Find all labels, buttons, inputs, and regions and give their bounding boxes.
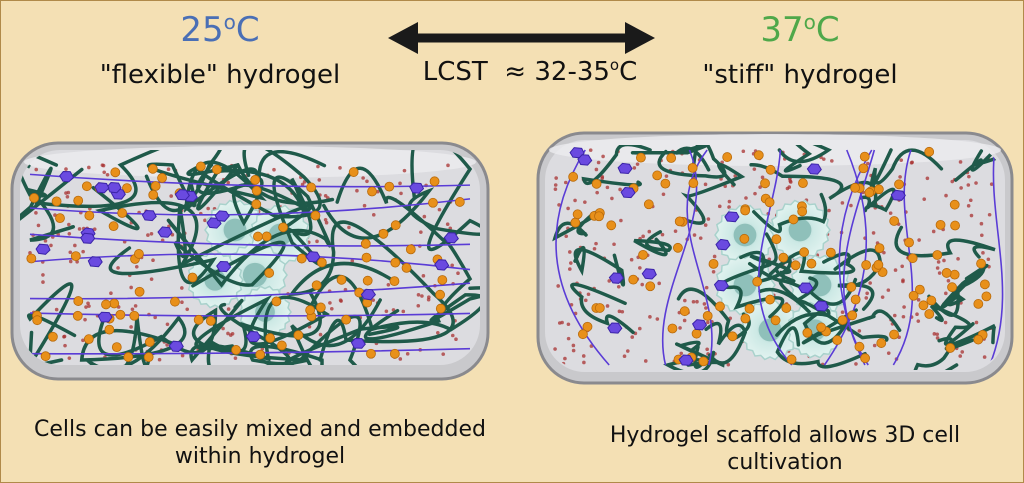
left-caption: Cells can be easily mixed and embedded w…: [0, 416, 520, 470]
left-caption-line1: Cells can be easily mixed and embedded: [34, 417, 486, 442]
right-hydrogel-container: [536, 131, 1014, 385]
right-state-label: "stiff" hydrogel: [702, 60, 898, 90]
left-hydrogel-network: [20, 150, 480, 365]
lcst-label: LCST ≈ 32-35oC: [422, 56, 638, 87]
right-caption-line1: Hydrogel scaffold allows 3D cell: [609, 423, 961, 448]
right-hydrogel-network: [552, 145, 1005, 370]
left-hydrogel-container: [10, 141, 490, 381]
right-caption-line2: cultivation: [727, 450, 843, 475]
left-temperature: 25oC: [180, 10, 260, 50]
right-caption: Hydrogel scaffold allows 3D cell cultiva…: [545, 422, 1024, 476]
right-temperature: 37oC: [760, 10, 840, 50]
left-state-label: "flexible" hydrogel: [99, 60, 341, 90]
double-arrow-icon: [388, 22, 655, 54]
left-caption-line2: within hydrogel: [174, 444, 346, 469]
